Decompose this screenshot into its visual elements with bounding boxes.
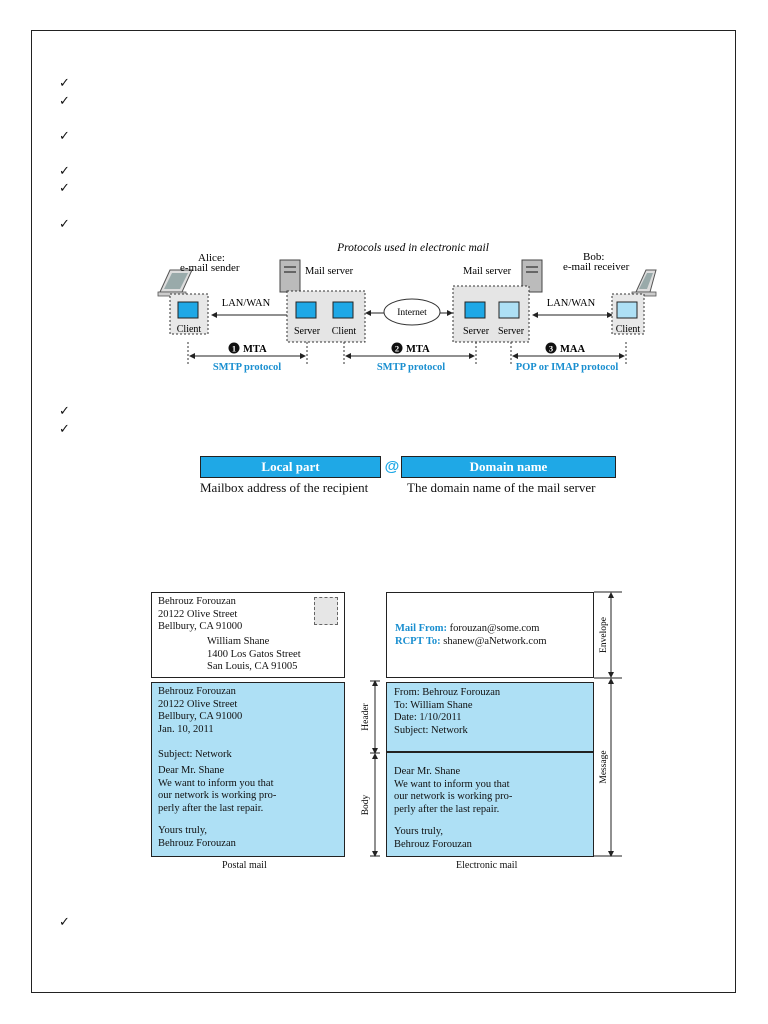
internet-cloud-icon <box>383 298 441 326</box>
email-body: Dear Mr. Shane We want to inform you tha… <box>386 752 594 857</box>
client-label: Client <box>616 324 641 335</box>
check-icon: ✓ <box>59 915 70 930</box>
email-address-figure: Local part @ Domain name Mailbox address… <box>200 456 616 500</box>
mail-server-right-label: Mail server <box>463 266 512 277</box>
lan-wan-right-label: LAN/WAN <box>547 298 596 309</box>
local-part-caption: Mailbox address of the recipient <box>200 480 369 495</box>
monitor-icon <box>616 301 638 319</box>
caption-electronic-mail: Electronic mail <box>456 860 518 871</box>
step3-label: MAA <box>560 344 585 355</box>
protocol-label: POP or IMAP protocol <box>516 362 619 373</box>
email-header-fields: From: Behrouz Forouzan To: William Shane… <box>394 687 501 736</box>
check-icon: ✓ <box>59 129 70 144</box>
server-label: Server <box>294 326 321 337</box>
step1-label: MTA <box>243 344 267 355</box>
postal-body: Dear Mr. Shane We want to inform you tha… <box>158 765 277 814</box>
check-icon: ✓ <box>59 76 70 91</box>
postal-sender-address: Behrouz Forouzan 20122 Olive Street Bell… <box>158 596 243 632</box>
mail-server-left-label: Mail server <box>305 266 354 277</box>
postal-subject: Subject: Network <box>158 749 232 760</box>
postal-envelope: Behrouz Forouzan 20122 Olive Street Bell… <box>151 592 345 678</box>
postal-letter-heading: Behrouz Forouzan 20122 Olive Street Bell… <box>158 686 243 735</box>
check-icon: ✓ <box>59 217 70 232</box>
server-label: Server <box>463 326 490 337</box>
mail-from-label: Mail From: <box>395 623 447 634</box>
label-message: Message <box>599 750 609 783</box>
monitor-icon <box>295 301 317 319</box>
check-icon: ✓ <box>59 164 70 179</box>
lan-wan-left-label: LAN/WAN <box>222 298 271 309</box>
monitor-icon <box>464 301 486 319</box>
protocols-figure: Protocols used in electronic mail Alice:… <box>157 242 657 373</box>
stamp-icon <box>314 597 338 625</box>
svg-text:2: 2 <box>395 344 399 354</box>
email-body-text: Dear Mr. Shane We want to inform you tha… <box>394 766 513 815</box>
postal-vs-email-figure: Behrouz Forouzan 20122 Olive Street Bell… <box>140 585 630 875</box>
step2-badge: 2 MTA <box>391 342 430 355</box>
monitor-icon <box>498 301 520 319</box>
svg-text:3: 3 <box>549 344 553 354</box>
bob-label: Bob: <box>583 251 604 263</box>
caption-postal-mail: Postal mail <box>222 860 267 871</box>
mail-from-value: forouzan@some.com <box>449 623 540 634</box>
page-frame <box>31 30 736 993</box>
check-icon: ✓ <box>59 422 70 437</box>
postal-signature: Yours truly, Behrouz Forouzan <box>158 825 236 849</box>
check-icon: ✓ <box>59 181 70 196</box>
domain-name-box: Domain name <box>401 456 616 478</box>
postal-letter: Behrouz Forouzan 20122 Olive Street Bell… <box>151 682 345 857</box>
label-body: Body <box>361 794 371 815</box>
check-icon: ✓ <box>59 404 70 419</box>
local-part-box: Local part <box>200 456 381 478</box>
email-signature: Yours truly, Behrouz Forouzan <box>394 826 472 850</box>
alice-client-box <box>169 293 209 335</box>
step1-badge: 1 MTA <box>228 342 267 355</box>
rcpt-to-value: shanew@aNetwork.com <box>443 636 547 647</box>
monitor-icon <box>177 301 199 319</box>
label-header: Header <box>361 702 371 730</box>
monitor-icon <box>332 301 354 319</box>
protocol-label: SMTP protocol <box>213 362 281 373</box>
mail-brackets: Header Body Envelope Message <box>361 591 622 857</box>
server-tower-icon <box>279 259 301 293</box>
alice-role-label: e-mail sender <box>180 262 240 274</box>
bob-role-label: e-mail receiver <box>563 261 630 273</box>
domain-name-caption: The domain name of the mail server <box>407 480 596 495</box>
email-envelope: Mail From: forouzan@some.com RCPT To: sh… <box>386 592 594 678</box>
internet-label: Internet <box>397 308 427 318</box>
rcpt-to-label: RCPT To: <box>395 636 441 647</box>
check-icon: ✓ <box>59 94 70 109</box>
protocol-label: SMTP protocol <box>377 362 445 373</box>
client-label: Client <box>177 324 202 335</box>
label-envelope: Envelope <box>599 617 609 653</box>
svg-text:1: 1 <box>232 344 236 354</box>
postal-recipient-address: William Shane 1400 Los Gatos Street San … <box>207 636 301 672</box>
alice-label: Alice: <box>198 252 225 264</box>
laptop-icon <box>631 269 657 297</box>
step3-badge: 3 MAA <box>545 342 585 355</box>
at-sign: @ <box>384 458 400 475</box>
server-label: Server <box>498 326 525 337</box>
server-tower-icon <box>521 259 543 293</box>
email-header: From: Behrouz Forouzan To: William Shane… <box>386 682 594 752</box>
step2-label: MTA <box>406 344 430 355</box>
client-label: Client <box>332 326 357 337</box>
figure-title: Protocols used in electronic mail <box>336 242 489 254</box>
